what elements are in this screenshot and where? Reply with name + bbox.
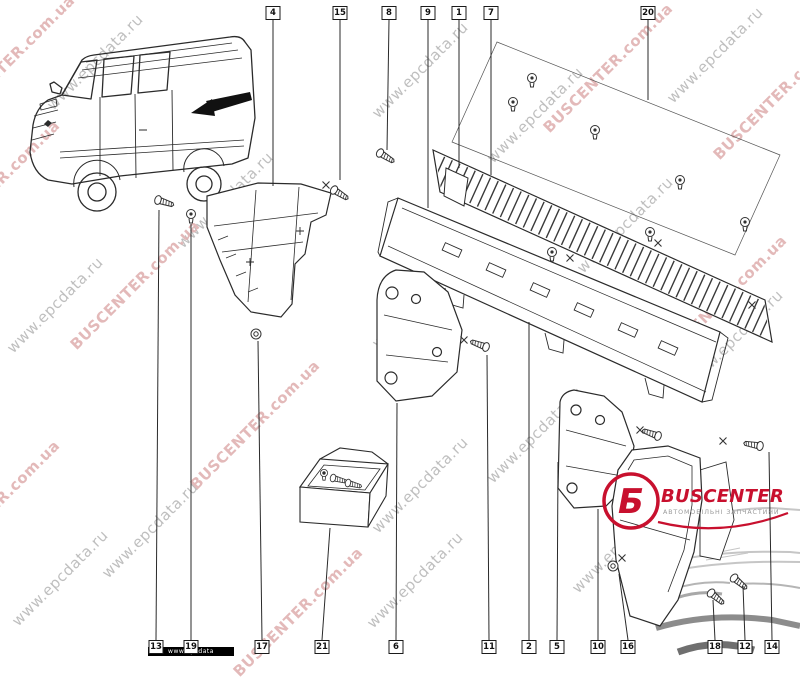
callout-2[interactable]: 2 [521, 640, 537, 654]
callout-10[interactable]: 10 [590, 640, 606, 654]
callout-4[interactable]: 4 [265, 6, 281, 20]
callout-16[interactable]: 16 [620, 640, 636, 654]
buscenter-logo-title: BUSCENTER [661, 486, 785, 507]
hardware-kit-box [298, 447, 389, 528]
callout-19[interactable]: 19 [183, 640, 199, 654]
leader-line-11 [486, 354, 490, 641]
leader-line-14 [768, 451, 773, 641]
callout-5[interactable]: 5 [549, 640, 565, 654]
location-arrow [191, 92, 252, 116]
callout-11[interactable]: 11 [481, 640, 497, 654]
callout-21[interactable]: 21 [314, 640, 330, 654]
leader-line-17 [257, 340, 263, 641]
callout-20[interactable]: 20 [640, 6, 656, 20]
leader-line-18 [712, 599, 716, 641]
callout-6[interactable]: 6 [388, 640, 404, 654]
van-illustration [29, 35, 256, 212]
leader-line-16 [618, 573, 629, 641]
bumper-step-plate [432, 148, 773, 344]
buscenter-logo-subtitle: АВТОМОБІЛЬНІ ЗАПЧАСТИНИ [663, 509, 780, 516]
callout-1[interactable]: 1 [451, 6, 467, 20]
leader-line-12 [742, 585, 746, 641]
bumper-corner-part [206, 182, 332, 318]
callout-18[interactable]: 18 [707, 640, 723, 654]
leader-line-5 [556, 461, 559, 641]
logo-swoosh [657, 511, 789, 530]
callout-8[interactable]: 8 [381, 6, 397, 20]
logo-letter: Б [618, 482, 644, 522]
callout-14[interactable]: 14 [764, 640, 780, 654]
bumper-reinforcement-beam [377, 197, 729, 403]
parts-diagram: Б [29, 19, 800, 656]
callout-7[interactable]: 7 [483, 6, 499, 20]
leader-line-8 [386, 19, 390, 151]
leader-line-21 [321, 527, 331, 641]
mudflap-part [611, 445, 735, 627]
callout-17[interactable]: 17 [254, 640, 270, 654]
leader-line-13 [155, 209, 160, 641]
leader-line-6 [395, 402, 398, 641]
callout-12[interactable]: 12 [737, 640, 753, 654]
buscenter-logo-mark: Б [602, 472, 789, 530]
leader-lines [155, 19, 773, 641]
fastener-group-outline [451, 41, 781, 256]
callout-9[interactable]: 9 [420, 6, 436, 20]
callout-13[interactable]: 13 [148, 640, 164, 654]
callout-15[interactable]: 15 [332, 6, 348, 20]
mounting-bracket-left [376, 269, 463, 402]
